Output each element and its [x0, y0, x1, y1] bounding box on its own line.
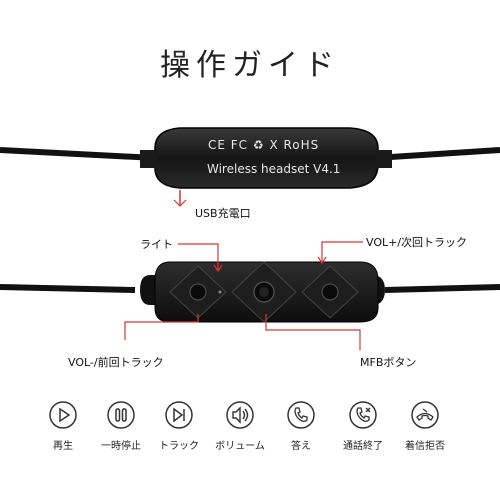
volume-icon: [225, 400, 255, 430]
vol-up-pointer: [317, 241, 363, 265]
usb-pointer: [173, 190, 187, 207]
control-unit[interactable]: [140, 261, 385, 323]
control-label: 通話終了: [343, 441, 383, 452]
control-icons-row: 再生 一時停止 トラック ボリューム 答え 通話終了 着信拒否: [0, 400, 500, 460]
page-title: 操作ガイド: [160, 48, 340, 83]
control-label: 一時停止: [101, 441, 141, 452]
control-label: トラック: [159, 441, 199, 452]
callout-vol-up: VOL+/次回トラック: [366, 236, 468, 249]
pause-icon: [106, 400, 136, 430]
skip-track-icon: [164, 400, 194, 430]
control-label: ボリューム: [215, 441, 265, 452]
battery-module: [140, 127, 392, 189]
callout-usb: USB充電口: [195, 207, 251, 220]
top-cable: [0, 147, 500, 161]
callout-mfb: MFBボタン: [360, 356, 417, 369]
phone-end-icon: [348, 400, 378, 430]
vol-down-pointer: [124, 314, 199, 340]
light-pointer: [178, 243, 223, 273]
cert-marks: CE FC ♻ X RoHS: [208, 138, 320, 152]
phone-answer-icon: [286, 400, 316, 430]
callout-vol-down: VOL-/前回トラック: [68, 356, 164, 369]
model-text: Wireless headset V4.1: [207, 162, 341, 176]
control-label: 答え: [291, 441, 311, 452]
phone-reject-icon: [410, 400, 440, 430]
middle-cable: [0, 284, 500, 293]
control-label: 再生: [53, 441, 73, 452]
control-label: 着信拒否: [405, 441, 445, 452]
bottom-cable: [0, 372, 500, 375]
play-icon: [48, 400, 78, 430]
callout-light: ライト: [140, 238, 173, 251]
mfb-pointer: [265, 314, 361, 350]
